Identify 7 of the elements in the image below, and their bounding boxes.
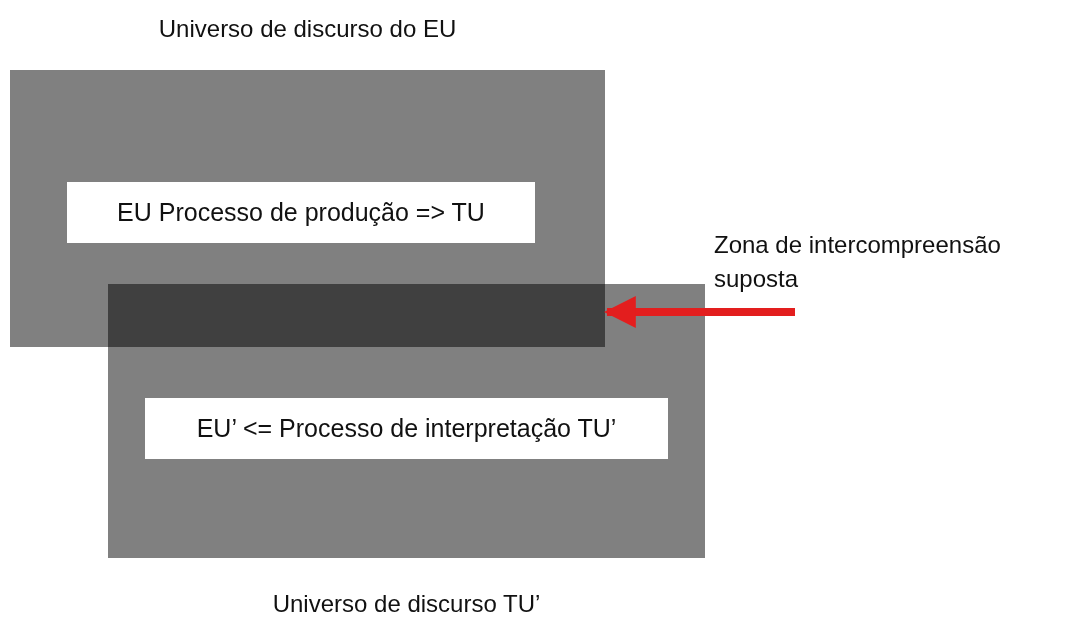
process-box: EU’ <= Processo de interpretação TU’ <box>145 398 668 459</box>
arrow <box>603 296 795 328</box>
overlap-zone <box>108 284 605 347</box>
panel-heading: Universo de discurso do EU <box>157 15 458 43</box>
zone-label: Zona de intercompreensão suposta <box>714 228 1064 300</box>
process-box: EU Processo de produção => TU <box>67 182 535 243</box>
panel-heading: Universo de discurso TU’ <box>271 590 542 618</box>
